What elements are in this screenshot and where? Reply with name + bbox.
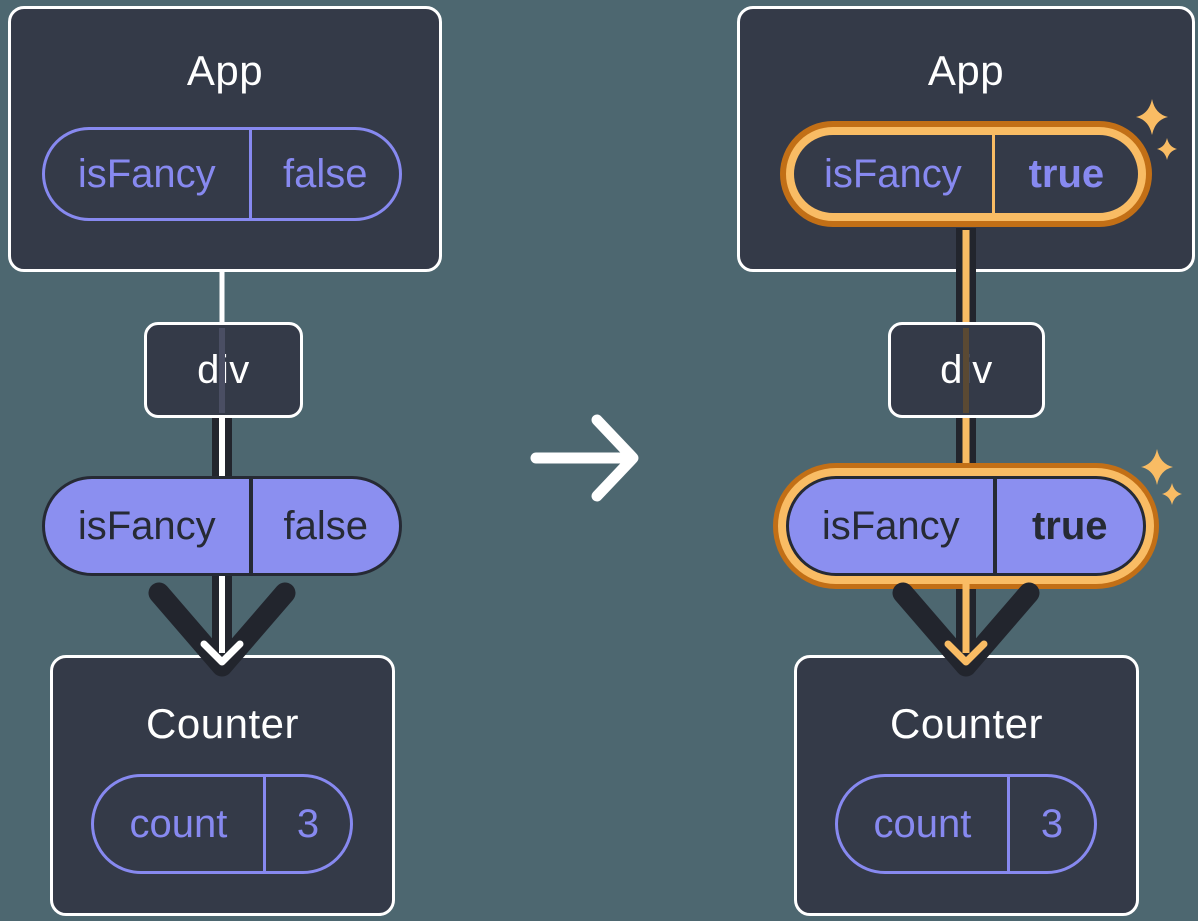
state-name: count [129, 801, 228, 846]
passed-prop-pill-after: isFancy true [786, 476, 1146, 576]
div-element-box-after: div [888, 322, 1045, 418]
prop-value: true [991, 135, 1138, 213]
passed-prop-pill-before: isFancy false [42, 476, 402, 576]
prop-name: isFancy [77, 151, 216, 196]
state-name: count [873, 801, 972, 846]
counter-title: Counter [146, 700, 299, 747]
div-element-box-before: div [144, 322, 303, 418]
counter-title: Counter [890, 700, 1043, 747]
div-label: div [940, 347, 993, 392]
div-label: div [197, 347, 250, 392]
prop-value: false [248, 479, 399, 573]
state-value: 3 [262, 777, 350, 871]
counter-state-pill-after: count 3 [835, 774, 1097, 874]
app-prop-pill-before: isFancy false [42, 127, 402, 221]
app-title: App [927, 47, 1005, 94]
prop-value: true [992, 479, 1143, 573]
state-value: 3 [1006, 777, 1094, 871]
prop-name: isFancy [823, 151, 962, 196]
app-title: App [186, 47, 264, 94]
app-prop-pill-after: isFancy true [786, 127, 1146, 221]
prop-value: false [248, 130, 399, 218]
counter-state-pill-before: count 3 [91, 774, 353, 874]
prop-name: isFancy [77, 503, 216, 548]
prop-name: isFancy [821, 503, 960, 548]
